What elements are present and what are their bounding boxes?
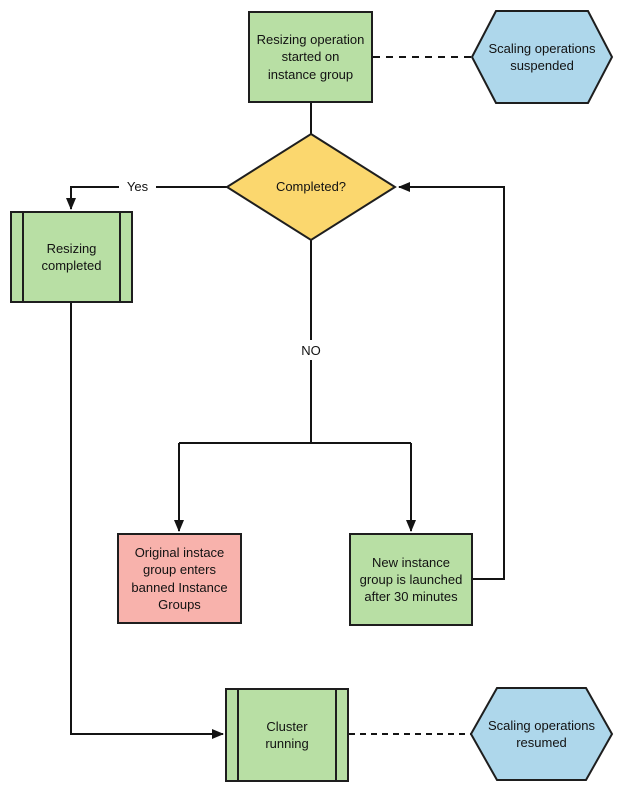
- suspended-hexagon-shape: [470, 10, 614, 104]
- resumed-hexagon-shape: [469, 687, 614, 781]
- edge-label-yes: Yes: [119, 177, 156, 196]
- edge-newgroup-loop-to-decision: [398, 182, 505, 580]
- node-banned-instance-groups: Original instace group enters banned Ins…: [117, 533, 242, 624]
- edge-label-no: NO: [294, 340, 328, 360]
- decision-diamond-shape: [225, 132, 397, 242]
- node-resizing-completed: Resizing completed: [10, 211, 133, 303]
- edge-decision-yes-to-resizing: [66, 186, 227, 210]
- node-resizing-operation-started: Resizing operation started on instance g…: [248, 11, 373, 103]
- node-cluster-running: Cluster running: [225, 688, 349, 782]
- edge-resizing-to-cluster: [70, 303, 224, 739]
- node-new-instance-group: New instance group is launched after 30 …: [349, 533, 473, 626]
